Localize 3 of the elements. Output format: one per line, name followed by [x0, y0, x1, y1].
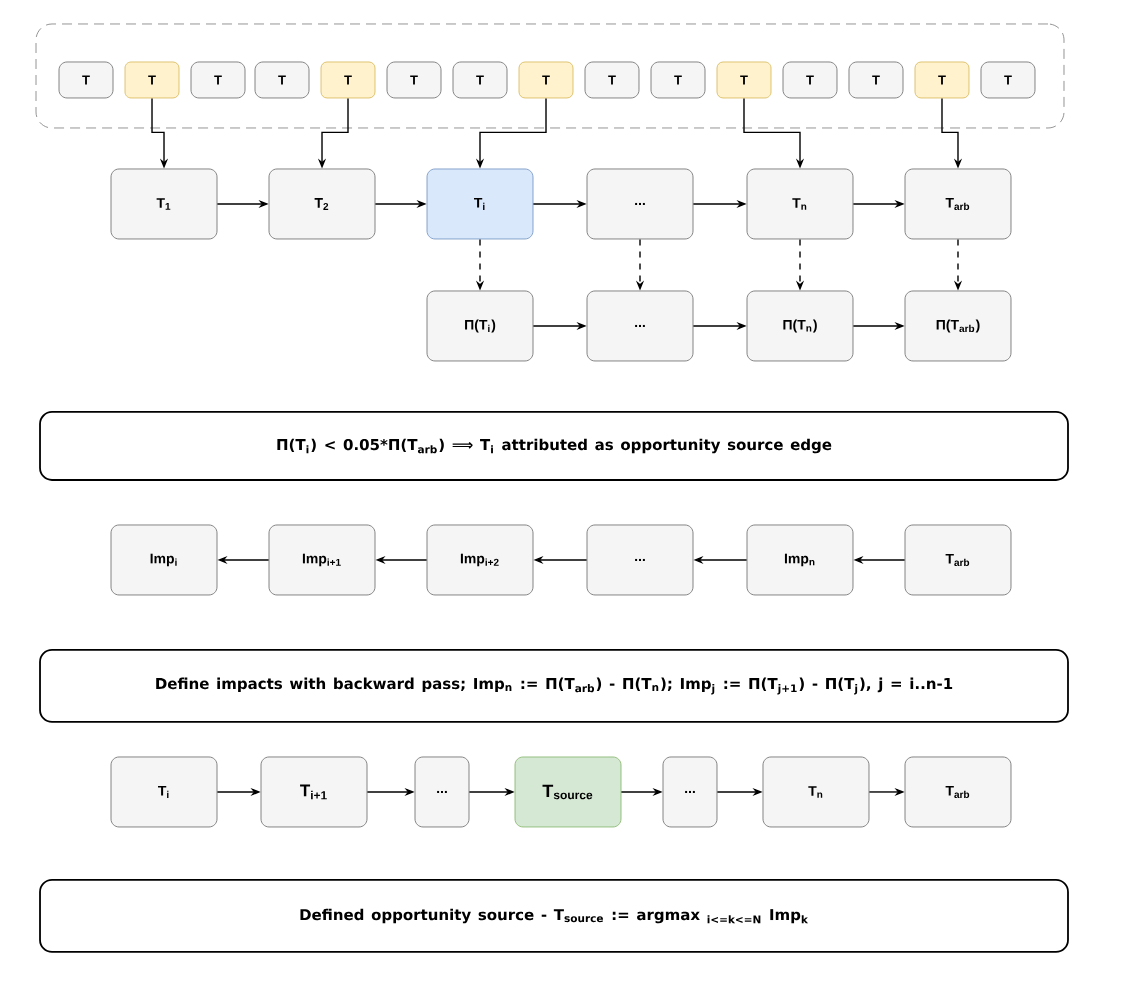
dashed-container [35, 23, 1065, 129]
process-box: T$_{source}$ [514, 756, 622, 828]
process-box: T$_{i+1}$ [260, 756, 368, 828]
